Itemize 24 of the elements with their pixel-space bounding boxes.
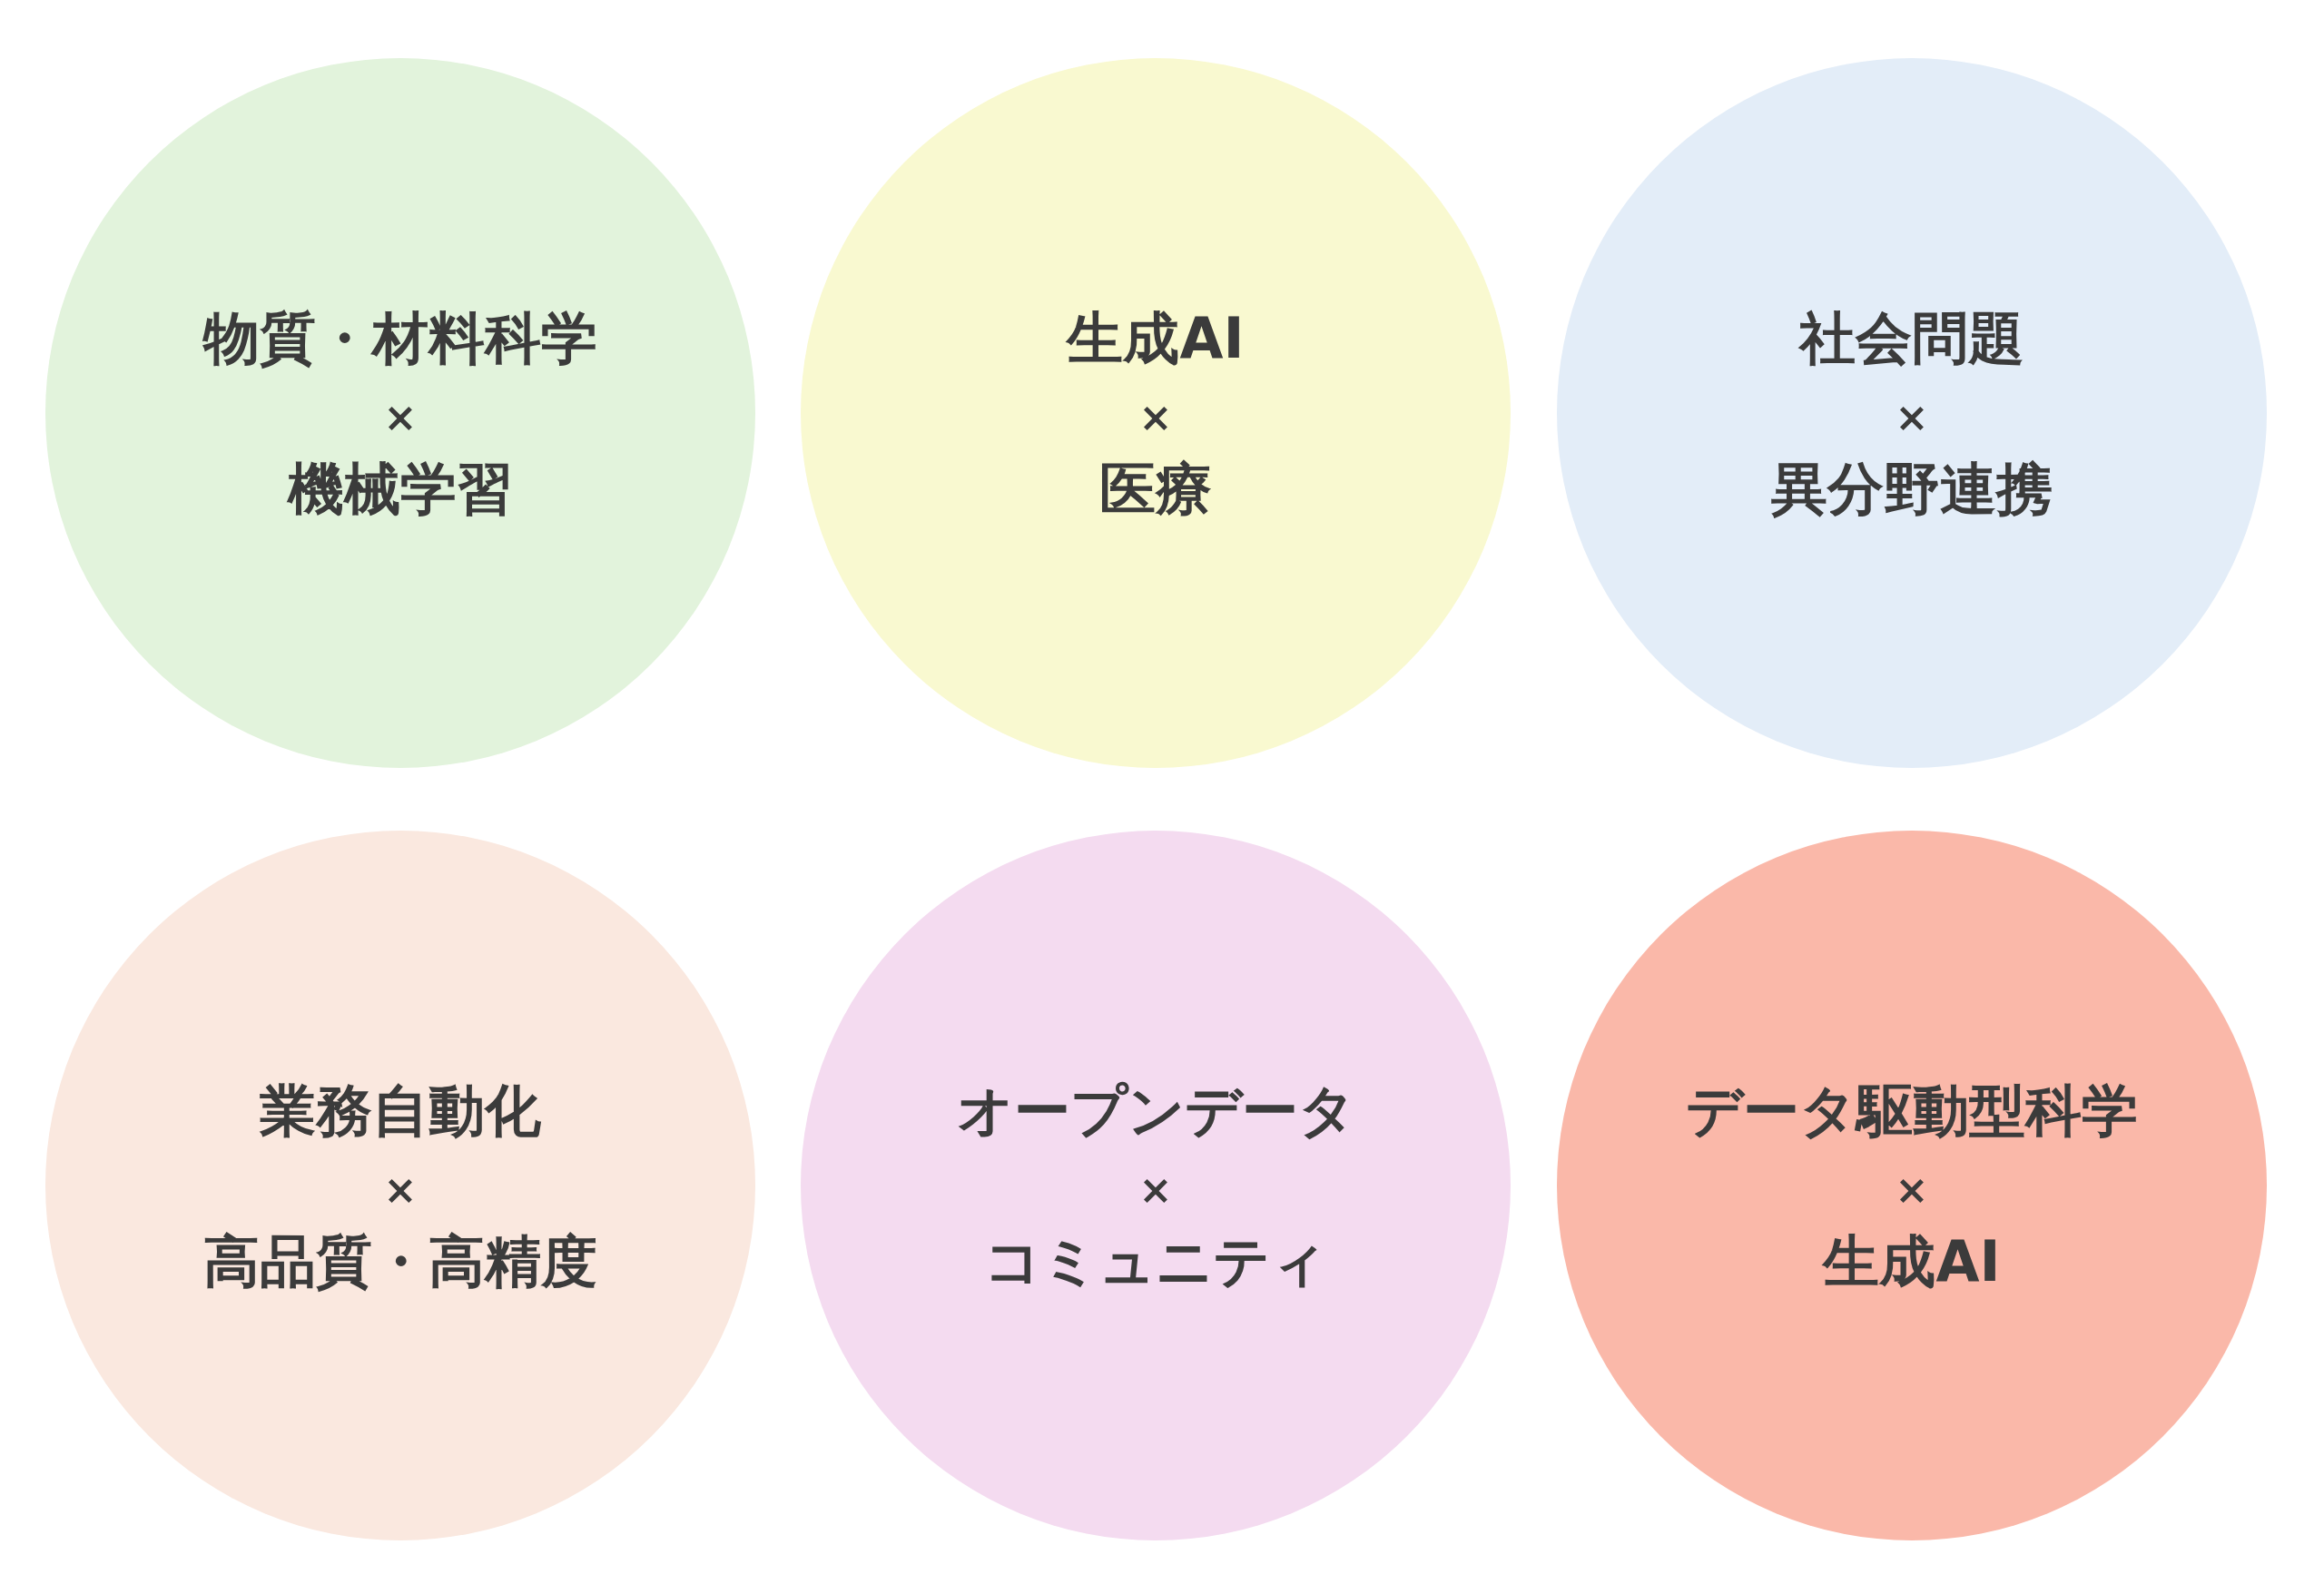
topic-circle	[45, 831, 755, 1540]
circle-text: データ駆動型科学	[1686, 1077, 2138, 1144]
circle-text: コミュニティ	[984, 1227, 1327, 1294]
circle-text: 高品質・高精度	[203, 1227, 597, 1294]
circle-text: 異分野連携	[1771, 455, 2053, 522]
circle-text: オープンデータ	[956, 1077, 1355, 1144]
multiplication-sign: ×	[1895, 1166, 1929, 1213]
circle-text: 社会問題	[1799, 304, 2024, 371]
topic-circle	[801, 831, 1511, 1540]
circle-text: 生成AI	[1067, 304, 1245, 371]
circle-text: 物質・材料科学	[203, 304, 597, 371]
circle-text: 生成AI	[1823, 1227, 2001, 1294]
topic-circle	[45, 58, 755, 768]
multiplication-sign: ×	[383, 1166, 418, 1213]
multiplication-sign: ×	[1138, 1166, 1173, 1213]
circle-text: 機械学習	[288, 455, 513, 522]
circle-text: 医療	[1099, 455, 1212, 522]
multiplication-sign: ×	[1895, 393, 1929, 440]
multiplication-sign: ×	[1138, 393, 1173, 440]
multiplication-sign: ×	[383, 393, 418, 440]
topic-circle	[801, 58, 1511, 768]
topic-circle	[1557, 58, 2267, 768]
topic-circle	[1557, 831, 2267, 1540]
circle-text: 業務自動化	[260, 1077, 541, 1144]
